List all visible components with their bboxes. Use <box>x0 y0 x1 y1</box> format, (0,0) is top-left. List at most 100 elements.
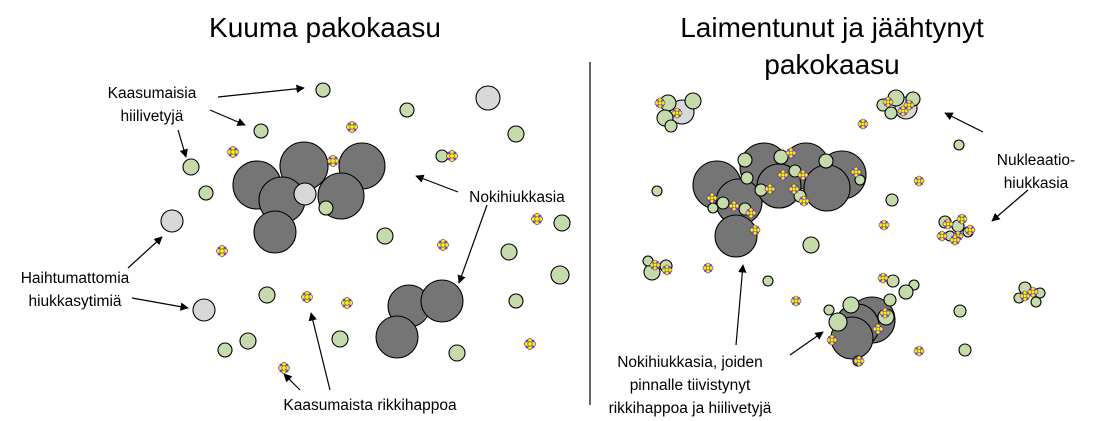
arrow-nucleation-2 <box>991 189 1029 222</box>
pointer-arrows <box>127 84 1029 391</box>
sulfuric-acid-molecule <box>301 291 313 303</box>
label-hydrocarbons-line-2: hiilivetyjä <box>121 108 184 125</box>
soot-particle <box>420 279 464 323</box>
sulfuric-acid-molecule <box>671 107 683 119</box>
hydrocarbon-particle <box>684 92 702 110</box>
hydrocarbon-particle <box>953 304 967 318</box>
sulfuric-acid-molecule <box>785 147 797 159</box>
hydrocarbon-particle <box>318 200 334 216</box>
hydrocarbon-particle <box>716 196 730 210</box>
hydrocarbon-particle <box>884 106 898 120</box>
hydrocarbon-particle <box>239 332 257 350</box>
sulfuric-acid-molecule <box>341 297 353 309</box>
sulfuric-acid-molecule <box>879 307 891 319</box>
sulfuric-acid-molecule <box>878 219 890 231</box>
hydrocarbon-particle <box>664 119 678 133</box>
label-coated-soot-line-2: pinnalle tiivistynyt <box>630 377 751 394</box>
soot-particle <box>253 210 297 254</box>
label-nucleation-line-1: Nukleaatio- <box>997 152 1075 169</box>
label-nucleation-line-2: hiukkasia <box>1004 175 1069 192</box>
hydrocarbon-particle <box>1030 296 1042 308</box>
sulfuric-acid-molecule <box>913 345 925 357</box>
hydrocarbon-particle <box>331 330 349 348</box>
right-title-line-2: pakokaasu <box>764 49 899 80</box>
hydrocarbon-particle <box>740 171 754 185</box>
arrow-coated-2 <box>789 331 824 356</box>
sulfuric-acid-molecule <box>524 338 536 350</box>
hydrocarbon-particle <box>315 82 331 98</box>
soot-particle <box>375 315 419 359</box>
sulfuric-acid-molecule <box>216 245 228 257</box>
sulfuric-acid-molecule <box>346 121 358 133</box>
label-soot: Nokihiukkasia <box>469 189 565 206</box>
hydrocarbon-particle <box>399 102 415 118</box>
sulfuric-acid-molecule <box>654 97 666 109</box>
sulfuric-acid-molecule <box>853 355 865 367</box>
label-coated-soot-line-3: rikkihappoa ja hiilivetyjä <box>609 400 772 417</box>
arrow-coated-1 <box>735 264 747 346</box>
sulfuric-acid-molecule <box>227 146 239 158</box>
sulfuric-acid-molecule <box>877 272 889 284</box>
sulfuric-acid-molecule <box>798 195 810 207</box>
arrow-nucleation-1 <box>944 112 984 133</box>
hydrocarbon-particle <box>773 149 789 165</box>
arrow-hc-2 <box>209 109 246 126</box>
arrow-soot-1 <box>415 174 459 193</box>
label-nuclei-line-2: hiukkasytimiä <box>28 293 121 310</box>
sulfuric-acid-molecule <box>764 183 776 195</box>
arrow-acid-2 <box>308 312 331 391</box>
sulfuric-acid-molecule <box>788 183 800 195</box>
sulfuric-acid-molecule <box>790 295 802 307</box>
soot-particle <box>803 164 851 212</box>
sulfuric-acid-molecule <box>446 150 458 162</box>
sulfuric-acid-molecule <box>942 218 954 230</box>
sulfuric-acid-molecule <box>797 169 809 181</box>
sulfuric-acid-molecule <box>1027 286 1039 298</box>
right-title-line-1: Laimentunut ja jäähtynyt <box>680 12 984 43</box>
arrow-acid-1 <box>283 373 301 391</box>
hydrocarbon-particle <box>854 174 866 186</box>
hydrocarbon-particle <box>500 243 518 261</box>
sulfuric-acid-molecule <box>964 224 976 236</box>
hydrocarbon-particle <box>253 123 269 139</box>
hydrocarbon-particle <box>737 152 753 168</box>
hydrocarbon-particle <box>802 236 820 254</box>
sulfuric-acid-molecule <box>949 234 961 246</box>
sulfuric-acid-molecule <box>936 230 948 242</box>
hydrocarbon-particles <box>182 82 1046 367</box>
hydrocarbon-particle <box>898 284 914 300</box>
hydrocarbon-particle <box>828 312 848 332</box>
sulfuric-acid-molecule <box>702 262 714 274</box>
sulfuric-acid-molecule <box>706 192 718 204</box>
sulfuric-acid-molecule <box>649 259 661 271</box>
sulfuric-acid-molecule <box>777 169 789 181</box>
sulfuric-acid-molecule <box>826 334 838 346</box>
hydrocarbon-particle <box>507 125 525 143</box>
hydrocarbon-particle <box>651 185 663 197</box>
sulfuric-acid-molecule <box>882 96 894 108</box>
label-hydrocarbons-line-1: Kaasumaisia <box>108 85 197 102</box>
hydrocarbon-particle <box>448 344 466 362</box>
nonvolatile-nucleus <box>160 209 184 233</box>
sulfuric-acid-molecule <box>745 207 757 219</box>
label-coated-soot-line-1: Nokihiukkasia, joiden <box>617 354 763 371</box>
hydrocarbon-particle <box>198 185 214 201</box>
sulfuric-acid-molecule <box>661 264 673 276</box>
hydrocarbon-particle <box>886 274 900 288</box>
sulfuric-acid-molecule <box>749 224 761 236</box>
hydrocarbon-particle <box>953 139 965 151</box>
hydrocarbon-particle <box>842 296 860 314</box>
soot-particle <box>714 214 758 258</box>
hydrocarbon-particle <box>182 158 200 176</box>
sulfuric-acid-molecule <box>872 323 884 335</box>
hydrocarbon-particle <box>550 265 570 285</box>
hydrocarbon-particle <box>818 153 834 169</box>
label-sulfuric-acid: Kaasumaista rikkihappoa <box>283 397 457 414</box>
hydrocarbon-particle <box>217 342 233 358</box>
hydrocarbon-particle <box>258 286 276 304</box>
hydrocarbon-particle <box>376 227 394 245</box>
hydrocarbon-particle <box>707 202 719 214</box>
sulfuric-acid-molecule <box>913 175 925 187</box>
